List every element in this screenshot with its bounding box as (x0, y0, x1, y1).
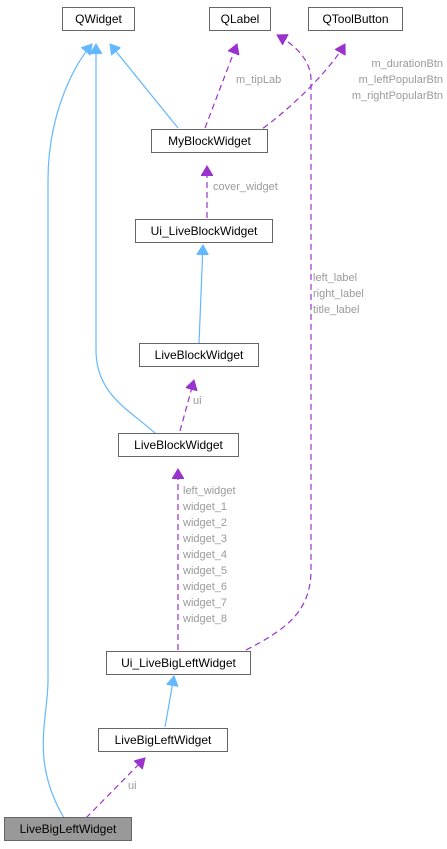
edge-label-widget-members: left_widget widget_1 widget_2 widget_3 w… (183, 483, 236, 627)
edge-focus-to-livebigleft-a (85, 758, 145, 819)
edge-livebigleft-a-to-ui-livebigleft (164, 676, 174, 728)
edge-label-duration-btn: m_durationBtn (371, 58, 443, 70)
node-qtoolbutton[interactable]: QToolButton (308, 7, 403, 31)
edge-label-widget-3: widget_3 (183, 533, 228, 545)
edge-label-left-label: left_label (313, 272, 358, 284)
edge-liveblock-b-to-liveblock-a (179, 380, 194, 432)
edge-label-widget-2: widget_2 (183, 517, 228, 529)
edge-label-ui-b: ui (128, 780, 137, 792)
node-ui-livebigleftwidget[interactable]: Ui_LiveBigLeftWidget (106, 651, 251, 675)
edge-label-widget-6: widget_6 (183, 581, 228, 593)
edge-liveblock-a-to-ui-liveblock (199, 245, 203, 344)
node-liveblockwidget-a[interactable]: LiveBlockWidget (139, 343, 259, 367)
node-qlabel[interactable]: QLabel (209, 7, 271, 31)
node-liveblockwidget-b[interactable]: LiveBlockWidget (118, 433, 239, 457)
edge-myblock-to-qtoolbutton (254, 44, 345, 135)
edge-label-label-members: left_label right_label title_label (313, 270, 364, 318)
edge-label-tiplab: m_tipLab (236, 74, 282, 86)
edge-label-title-label: title_label (313, 304, 360, 316)
edge-focus-to-qwidget (42, 44, 92, 819)
edge-label-right-label: right_label (313, 288, 364, 300)
edge-label-widget-1: widget_1 (183, 501, 228, 513)
edge-label-toolbutton-members: m_durationBtn m_leftPopularBtn m_rightPo… (312, 56, 443, 104)
edge-label-left-widget: left_widget (183, 485, 236, 497)
edge-label-cover-widget: cover_widget (213, 181, 278, 193)
edge-label-right-popular-btn: m_rightPopularBtn (351, 90, 443, 102)
edge-ui-livebigleft-to-qlabel (245, 35, 312, 651)
edge-label-widget-5: widget_5 (183, 565, 228, 577)
edge-myblock-to-qlabel (204, 44, 237, 129)
edge-liveblock-b-to-qwidget (96, 44, 157, 435)
node-myblockwidget[interactable]: MyBlockWidget (151, 129, 268, 153)
edge-label-left-popular-btn: m_leftPopularBtn (358, 74, 443, 86)
edge-myblock-to-qwidget (110, 44, 179, 129)
edge-label-ui-a: ui (193, 395, 202, 407)
node-qwidget[interactable]: QWidget (62, 7, 135, 31)
node-livebigleftwidget-a[interactable]: LiveBigLeftWidget (98, 728, 228, 752)
edge-label-widget-4: widget_4 (183, 549, 228, 561)
edge-label-widget-7: widget_7 (183, 597, 228, 609)
node-ui-liveblockwidget[interactable]: Ui_LiveBlockWidget (135, 219, 273, 243)
edge-label-widget-8: widget_8 (183, 613, 228, 625)
node-livebigleftwidget-focus[interactable]: LiveBigLeftWidget (4, 817, 132, 841)
